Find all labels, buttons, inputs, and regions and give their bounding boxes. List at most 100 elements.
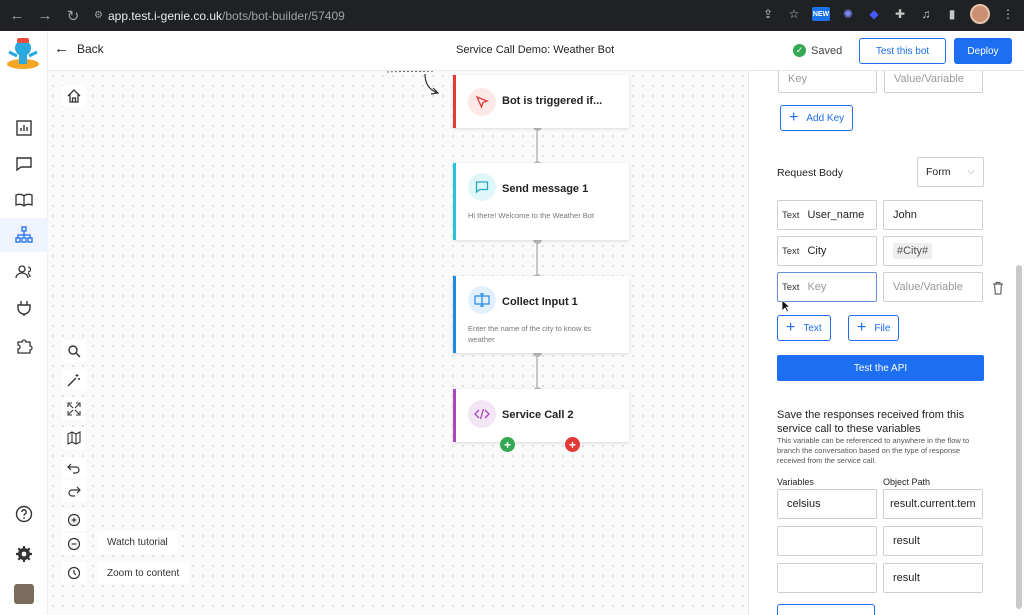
object-path-input[interactable]: result [883,563,983,593]
left-sidebar [0,31,48,615]
body-key-input[interactable]: Text Key [777,272,877,302]
object-path-column-label: Object Path [883,477,931,487]
node-settings-panel: Key Value/Variable + Add Key Request Bod… [748,71,1024,615]
body-key-input[interactable]: Text City [777,236,877,266]
variable-input[interactable] [777,563,877,593]
profile-avatar[interactable] [970,4,990,24]
users-icon [15,265,32,279]
request-body-type-select[interactable]: Form ⌵ [917,157,984,187]
puzzle-icon [17,339,33,354]
node-description: Enter the name of the city to know its w… [468,324,591,344]
panel-scrollbar[interactable] [1016,265,1022,609]
auto-arrange-button[interactable] [62,369,86,391]
object-path-input[interactable]: result [883,526,983,556]
chevron-down-icon: ⌵ [967,166,975,177]
header-key-input[interactable]: Key [778,71,877,93]
body-key-placeholder: Key [807,281,827,293]
body-value-input[interactable]: John [883,200,983,230]
body-key-input[interactable]: Text User_name [777,200,877,230]
zoom-in-button[interactable] [62,509,86,531]
saved-status: ✓ Saved [793,44,842,57]
sidebar-item-integrations[interactable] [0,291,48,325]
plus-icon: + [857,319,867,336]
variable-chip[interactable]: #City# [893,243,933,259]
user-avatar[interactable] [14,584,34,604]
extension-icon[interactable]: ◆ [869,7,879,21]
check-circle-icon: ✓ [793,44,806,57]
search-button[interactable] [62,340,86,362]
zoom-to-content-button[interactable]: Zoom to content [97,562,190,584]
add-file-field-button[interactable]: + File [848,315,900,341]
share-icon[interactable]: ⇪ [762,7,774,21]
node-label: Service Call 2 [502,409,574,421]
flow-node-trigger[interactable]: Bot is triggered if... [453,75,629,128]
undo-button[interactable] [62,457,86,479]
help-button[interactable] [0,497,48,531]
home-button[interactable] [62,85,86,107]
variable-input[interactable]: celsius [777,489,877,519]
object-path-input[interactable]: result.current.tem [883,489,983,519]
body-value-input[interactable]: Value/Variable [883,272,983,302]
input-field-icon [468,286,496,314]
watch-tutorial-button[interactable]: Watch tutorial [97,531,178,553]
variable-input[interactable] [777,526,877,556]
back-arrow-icon[interactable]: ← [9,7,25,24]
flow-node-collect-input[interactable]: Collect Input 1 Enter the name of the ci… [453,276,629,353]
analytics-icon [16,120,32,136]
zoom-out-button[interactable] [62,533,86,555]
add-success-branch-button[interactable]: + [500,437,515,452]
settings-button[interactable] [0,537,48,571]
flow-node-send-message[interactable]: Send message 1 Hi there! Welcome to the … [453,163,629,240]
address-bar[interactable]: ⚙ app.test.i-genie.co.uk /bots/bot-build… [94,9,345,23]
back-label: Back [77,42,104,56]
sidebar-item-flow[interactable] [0,218,48,252]
reload-icon[interactable]: ↻ [66,7,80,25]
genie-logo [7,38,39,69]
sidebar-item-knowledge[interactable] [0,183,48,217]
add-variable-button[interactable] [777,604,875,615]
trash-icon[interactable] [992,281,1004,295]
add-key-button[interactable]: + Add Key [780,105,854,131]
back-button[interactable]: ← Back [54,41,104,56]
sidebar-item-chat[interactable] [0,147,48,181]
fit-screen-button[interactable] [62,398,86,420]
add-failure-branch-button[interactable]: + [565,437,580,452]
sidebar-item-users[interactable] [0,255,48,289]
puzzle-extensions-icon[interactable]: ✚ [894,7,906,21]
add-text-field-button[interactable]: + Text [777,315,831,341]
sidebar-item-extensions[interactable] [0,329,48,363]
plus-icon: + [786,319,796,336]
chat-icon [16,157,32,172]
test-bot-button[interactable]: Test this bot [859,38,946,64]
minimap-button[interactable] [62,427,86,449]
app-header: ← Back Service Call Demo: Weather Bot ✓ … [48,31,1024,71]
add-file-label: File [874,322,891,334]
new-badge-icon[interactable]: NEW [812,7,830,21]
flow-node-service-call[interactable]: Service Call 2 [453,389,629,442]
home-icon [67,89,81,103]
save-responses-title: Save the responses received from this se… [777,409,965,435]
sidepanel-icon[interactable]: ▮ [948,7,956,21]
tune-icon[interactable]: ⚙ [94,10,103,21]
sidebar-item-analytics[interactable] [0,111,48,145]
more-menu-icon[interactable]: ⋮ [1002,7,1014,21]
page-title: Service Call Demo: Weather Bot [456,44,615,56]
deploy-button[interactable]: Deploy [954,38,1012,64]
node-description: Hi there! Welcome to the Weather Bot [468,211,595,220]
node-label: Bot is triggered if... [502,95,603,107]
redo-button[interactable] [62,480,86,502]
node-label: Send message 1 [502,183,589,195]
media-icon[interactable]: ♫ [921,7,931,21]
book-icon [15,193,33,207]
body-key-value: City [807,245,827,257]
body-value-input[interactable]: #City# [883,236,983,266]
test-api-button[interactable]: Test the API [777,355,984,381]
star-icon[interactable]: ☆ [788,7,800,21]
flow-canvas[interactable]: Bot is triggered if... Send message 1 Hi… [48,71,748,615]
header-value-input[interactable]: Value/Variable [884,71,983,93]
add-text-label: Text [803,322,822,334]
forward-arrow-icon[interactable]: → [37,7,53,24]
body-type-label: Text [782,245,800,257]
extension-gear-icon[interactable]: ✺ [842,7,854,21]
history-button[interactable] [62,562,86,584]
